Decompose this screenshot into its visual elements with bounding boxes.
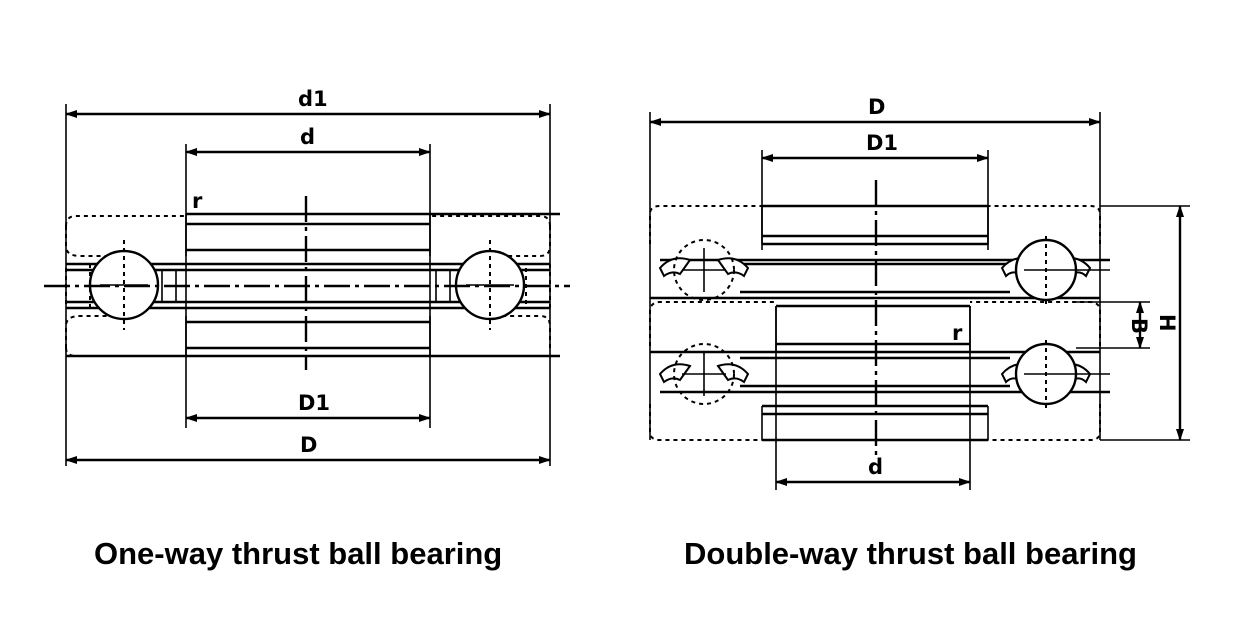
label-D1-right: D1 — [866, 131, 898, 155]
double-way-bearing-drawing: D D1 r d B H — [649, 95, 1190, 490]
label-r-right: r — [952, 321, 963, 345]
label-B: B — [1127, 318, 1151, 334]
bottom-washer — [65, 315, 560, 358]
label-D1: D1 — [298, 391, 330, 415]
label-r: r — [192, 189, 203, 213]
label-D: D — [300, 433, 317, 457]
ball-lower-right — [1014, 340, 1110, 408]
ball-lower-left — [673, 343, 735, 405]
cage-hook-bl — [658, 363, 692, 384]
double-way-caption: Double-way thrust ball bearing — [684, 536, 1137, 571]
label-D-right: D — [868, 95, 885, 119]
one-way-caption: One-way thrust ball bearing — [94, 536, 503, 571]
label-d1: d1 — [298, 87, 328, 111]
label-H: H — [1155, 314, 1179, 332]
ball-upper-left — [673, 239, 735, 301]
top-washer — [65, 212, 560, 257]
central-shaft-washer — [649, 301, 1101, 352]
ball-upper-right — [1014, 236, 1110, 304]
one-way-bearing-drawing: d1 d r D1 D — [44, 87, 570, 466]
label-d-right: d — [868, 455, 883, 479]
label-d: d — [300, 125, 315, 149]
